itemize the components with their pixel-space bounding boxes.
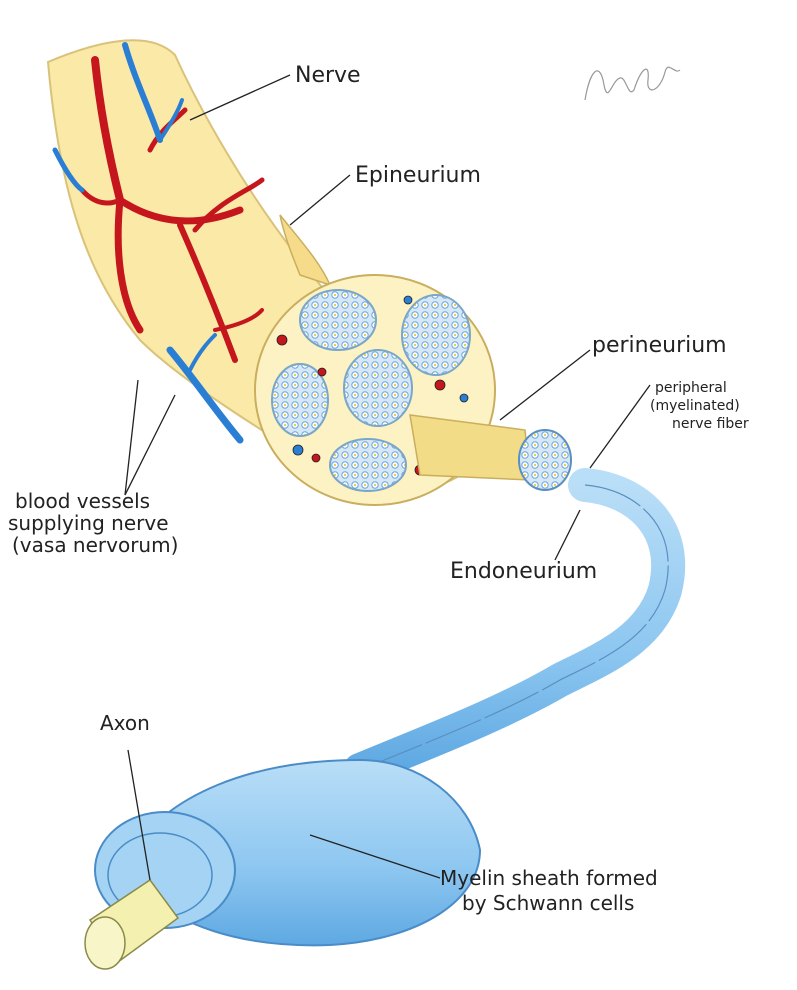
fascicles: [271, 289, 471, 492]
arteries: [79, 56, 265, 363]
label-nerve: Nerve: [295, 63, 361, 88]
vessel-dots: [276, 295, 469, 476]
leader-lines: [124, 74, 651, 881]
veins: [52, 42, 244, 444]
label-perineurium: perineurium: [592, 333, 727, 358]
label-blood-vessels-line1: blood vessels: [15, 489, 150, 513]
fascicle-end: [518, 429, 572, 491]
label-axon: Axon: [100, 711, 150, 735]
label-peripheral-line3: nerve fiber: [672, 416, 749, 432]
label-endoneurium: Endoneurium: [450, 559, 597, 584]
label-blood-vessels-line2: supplying nerve: [8, 511, 169, 535]
label-myelin-line2: by Schwann cells: [462, 891, 634, 915]
myelinated-fiber-outline: [359, 484, 669, 771]
label-peripheral-line2: (myelinated): [650, 398, 740, 414]
myelinated-fiber: [343, 468, 686, 787]
axon-end: [84, 916, 126, 970]
signature: [584, 66, 681, 101]
label-blood-vessels-line3: (vasa nervorum): [12, 533, 178, 557]
label-peripheral-line1: peripheral: [655, 380, 727, 396]
label-myelin-line1: Myelin sheath formed: [440, 866, 658, 890]
label-epineurium: Epineurium: [355, 163, 481, 188]
fascicle-tube: [409, 414, 531, 481]
